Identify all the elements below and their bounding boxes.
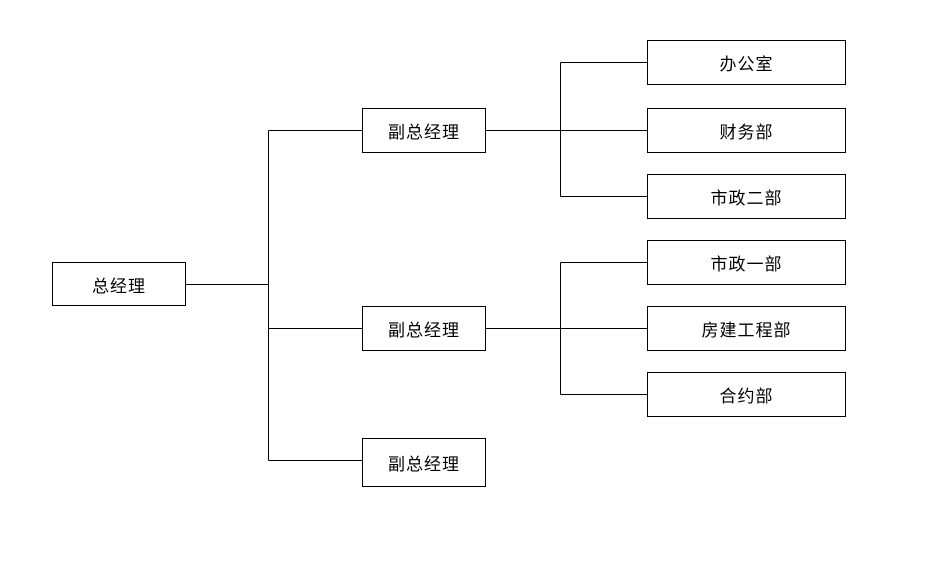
- node-label: 市政一部: [710, 255, 783, 275]
- node-municipal-dept-2: 市政二部: [647, 174, 846, 219]
- node-construction-dept: 房建工程部: [647, 306, 846, 351]
- node-contract-dept: 合约部: [647, 372, 846, 417]
- node-label: 市政二部: [710, 189, 783, 209]
- node-finance-dept: 财务部: [647, 108, 846, 153]
- node-deputy-manager-3: 副总经理: [362, 438, 486, 487]
- node-label: 办公室: [719, 55, 774, 75]
- node-label: 副总经理: [388, 321, 460, 341]
- node-label: 房建工程部: [701, 321, 792, 341]
- node-label: 合约部: [719, 387, 774, 407]
- node-office: 办公室: [647, 40, 846, 85]
- node-deputy-manager-1: 副总经理: [362, 108, 486, 153]
- node-general-manager: 总经理: [52, 262, 186, 306]
- node-label: 副总经理: [388, 455, 460, 475]
- node-deputy-manager-2: 副总经理: [362, 306, 486, 351]
- node-label: 财务部: [719, 123, 774, 143]
- node-municipal-dept-1: 市政一部: [647, 240, 846, 285]
- node-label: 总经理: [92, 276, 146, 297]
- node-label: 副总经理: [388, 123, 460, 143]
